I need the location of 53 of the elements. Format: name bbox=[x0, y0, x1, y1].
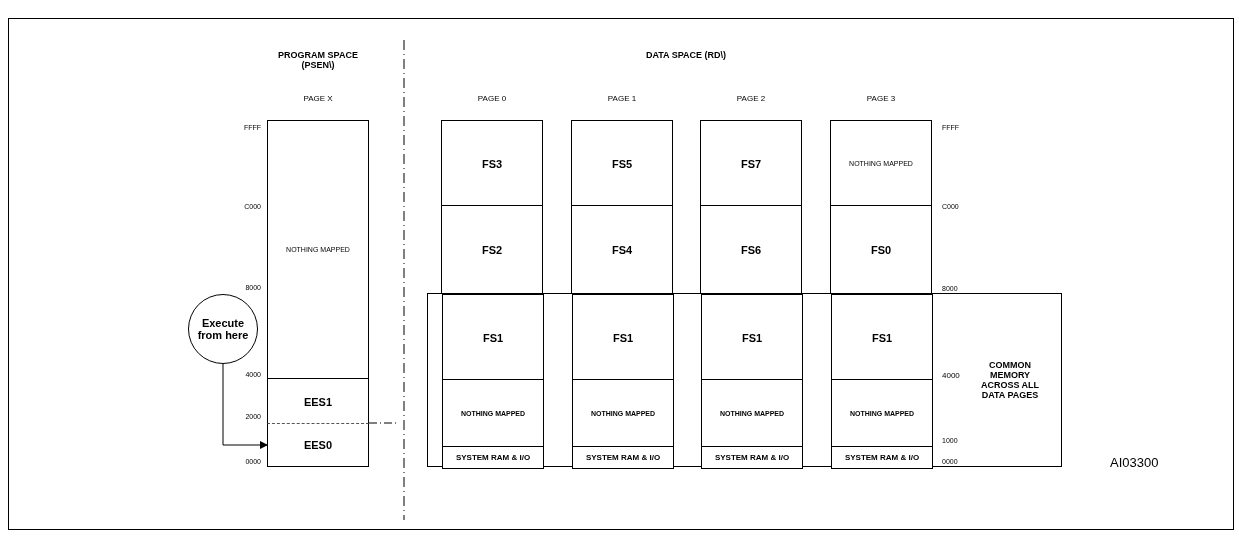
page-label: PAGE X bbox=[302, 94, 334, 103]
page-label: PAGE 2 bbox=[735, 94, 767, 103]
memory-region bbox=[267, 120, 369, 379]
memory-region bbox=[441, 120, 543, 207]
memory-region bbox=[701, 294, 803, 381]
memory-region bbox=[700, 205, 802, 294]
region-label: FS1 bbox=[741, 331, 763, 344]
memory-region bbox=[830, 120, 932, 207]
memory-region bbox=[701, 379, 803, 448]
region-label: SYSTEM RAM & I/O bbox=[844, 453, 920, 462]
memory-region bbox=[267, 423, 369, 467]
memory-region bbox=[700, 120, 802, 207]
space-heading: DATA SPACE (RD\) bbox=[644, 50, 728, 60]
memory-region bbox=[267, 378, 369, 424]
memory-region bbox=[442, 379, 544, 448]
region-label: FS6 bbox=[740, 243, 762, 256]
space-heading: PROGRAM SPACE (PSEN\) bbox=[277, 50, 359, 70]
region-label: FS5 bbox=[611, 157, 633, 170]
memory-region bbox=[571, 205, 673, 294]
memory-region bbox=[441, 205, 543, 294]
memory-region bbox=[442, 294, 544, 381]
region-label: COMMON MEMORY ACROSS ALL DATA PAGES bbox=[979, 360, 1041, 400]
memory-region bbox=[572, 379, 674, 448]
memory-region bbox=[831, 379, 933, 448]
memory-region bbox=[572, 446, 674, 469]
memory-region bbox=[831, 446, 933, 469]
region-label: FS3 bbox=[481, 157, 503, 170]
region-label: Execute from here bbox=[196, 317, 250, 341]
region-label: SYSTEM RAM & I/O bbox=[585, 453, 661, 462]
region-label: FS1 bbox=[612, 331, 634, 344]
memory-region bbox=[830, 205, 932, 294]
page-label: PAGE 1 bbox=[606, 94, 638, 103]
page-label: PAGE 3 bbox=[865, 94, 897, 103]
memory-region bbox=[442, 446, 544, 469]
region-label: EES0 bbox=[303, 439, 333, 451]
region-label: FS7 bbox=[740, 157, 762, 170]
figure-id: AI03300 bbox=[1110, 455, 1160, 470]
region-label: SYSTEM RAM & I/O bbox=[714, 453, 790, 462]
page-label: PAGE 0 bbox=[476, 94, 508, 103]
arrow bbox=[222, 363, 268, 449]
common-memory-region bbox=[427, 293, 1062, 467]
region-label: FS1 bbox=[482, 331, 504, 344]
memory-region bbox=[701, 446, 803, 469]
memory-region bbox=[831, 294, 933, 381]
region-label: FS2 bbox=[481, 243, 503, 256]
region-label: FS4 bbox=[611, 243, 633, 256]
address-label: 4000 bbox=[942, 371, 961, 380]
region-label: FS1 bbox=[871, 331, 893, 344]
memory-region bbox=[571, 120, 673, 207]
memory-region bbox=[572, 294, 674, 381]
region-label: EES1 bbox=[303, 395, 333, 408]
region-label: FS0 bbox=[870, 243, 892, 256]
region-label: SYSTEM RAM & I/O bbox=[455, 453, 531, 462]
